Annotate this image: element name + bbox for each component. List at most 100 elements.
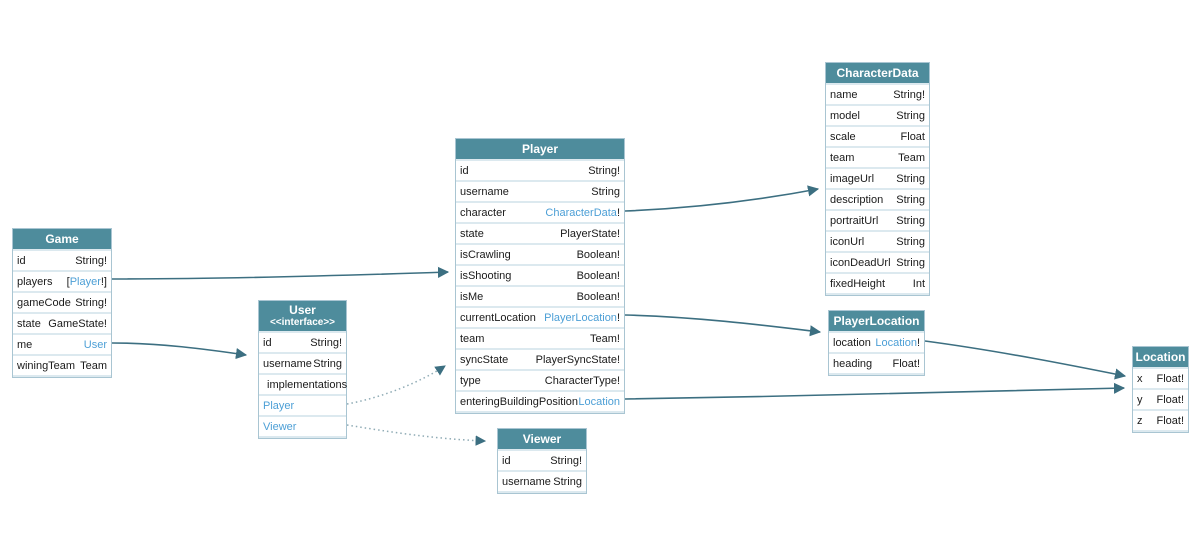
table-title: User [289, 303, 316, 317]
type-text: ! [616, 206, 620, 219]
field-row-characterdata-iconurl[interactable]: iconUrl String [826, 232, 929, 251]
type-link[interactable]: Location [578, 395, 620, 408]
type-text: String [896, 193, 925, 206]
table-title: Location [1135, 350, 1186, 364]
field-name: heading [833, 357, 873, 370]
field-type: PlayerLocation! [544, 312, 620, 324]
field-row-user-player[interactable]: Player [259, 396, 346, 415]
field-row-player-currentlocation[interactable]: currentLocation PlayerLocation! [456, 308, 624, 327]
field-row-characterdata-fixedheight[interactable]: fixedHeight Int [826, 274, 929, 293]
table-title: Game [45, 232, 79, 246]
field-name: username [460, 185, 509, 198]
table-game-header[interactable]: Game [13, 229, 111, 249]
type-link[interactable]: Location [875, 336, 917, 349]
field-row-playerlocation-heading[interactable]: heading Float! [829, 354, 924, 373]
field-name: fixedHeight [830, 277, 886, 290]
field-type: String! [893, 89, 925, 101]
field-row-user-implementations[interactable]: implementations [259, 375, 347, 394]
field-row-user-viewer[interactable]: Viewer [259, 417, 346, 436]
type-link[interactable]: CharacterData [545, 206, 617, 219]
type-text: Float! [1156, 414, 1184, 427]
field-type: [Player!] [67, 276, 107, 288]
field-type: String [896, 194, 925, 206]
edge-player-enteringbuildingposition-to-location [624, 382, 1126, 400]
field-type: PlayerSyncState! [536, 354, 620, 366]
field-type: User [84, 339, 107, 351]
field-name: portraitUrl [830, 214, 879, 227]
type-text: String [896, 235, 925, 248]
table-title: Viewer [522, 432, 562, 446]
field-type: Location [578, 396, 620, 408]
field-name: currentLocation [460, 311, 536, 324]
table-viewer-header[interactable]: Viewer [498, 429, 586, 449]
edge-user-implementation-player [346, 365, 446, 405]
field-row-characterdata-description[interactable]: description String [826, 190, 929, 209]
field-name: isCrawling [460, 248, 511, 261]
field-type: String! [550, 455, 582, 467]
field-name: description [830, 193, 884, 206]
field-type: Location! [875, 337, 920, 349]
field-name: iconUrl [830, 235, 865, 248]
type-text: String! [588, 164, 620, 177]
table-user-header[interactable]: User<<interface>> [259, 301, 346, 331]
table-location-header[interactable]: Location [1133, 347, 1188, 367]
edge-player-character-to-characterdata [624, 185, 820, 212]
type-link[interactable]: PlayerLocation [544, 311, 617, 324]
type-link[interactable]: User [83, 338, 107, 351]
implementation-link[interactable]: Player [263, 399, 295, 412]
table-characterdata-header[interactable]: CharacterData [826, 63, 929, 83]
type-link[interactable]: Player [69, 275, 101, 288]
field-type: PlayerState! [560, 228, 620, 240]
edge-player-currentlocation-to-playerlocation [624, 314, 822, 337]
type-text: Int [912, 277, 925, 290]
field-row-game-players[interactable]: players[Player!] [13, 272, 111, 291]
field-name: y [1137, 393, 1143, 406]
implementation-link[interactable]: Viewer [263, 420, 297, 433]
table-playerlocation-header[interactable]: PlayerLocation [829, 311, 924, 331]
field-name: username [502, 475, 551, 488]
table-player-header[interactable]: Player [456, 139, 624, 159]
type-text: Team [80, 359, 107, 372]
field-type: Float! [892, 358, 920, 370]
field-name: id [263, 336, 272, 349]
